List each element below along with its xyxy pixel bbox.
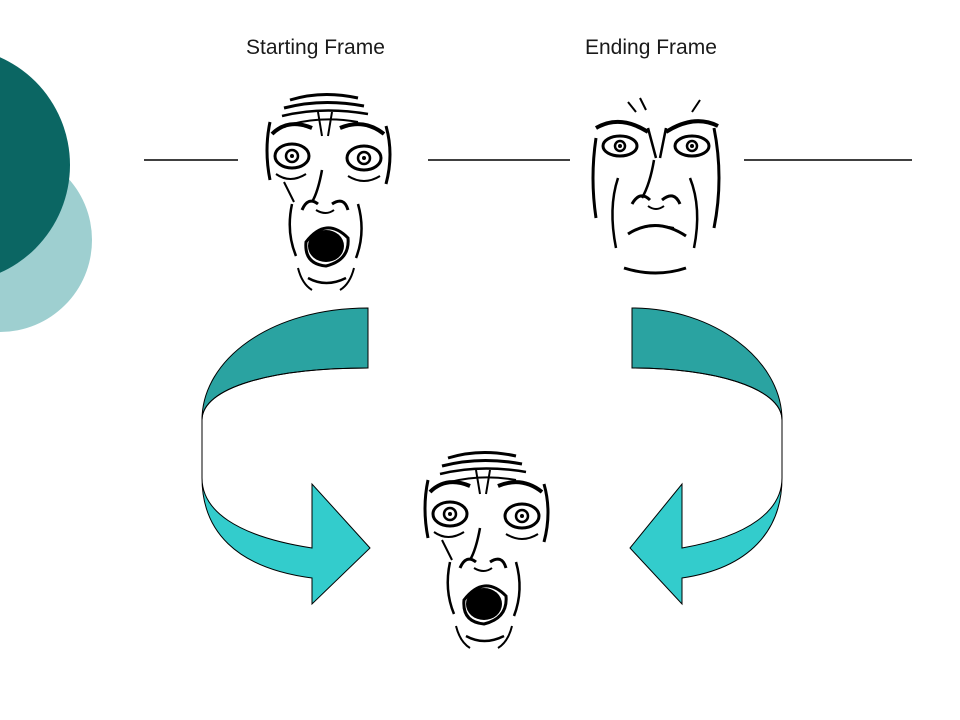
decor-circle-dark xyxy=(0,57,70,273)
ending-frame-label: Ending Frame xyxy=(585,36,717,59)
angry-face-icon xyxy=(591,96,721,275)
starting-frame-label: Starting Frame xyxy=(246,36,385,59)
left-curved-arrow-icon xyxy=(201,307,371,606)
surprised-face-icon xyxy=(265,92,392,292)
right-curved-arrow-icon xyxy=(629,307,783,606)
result-face-icon xyxy=(423,450,550,650)
